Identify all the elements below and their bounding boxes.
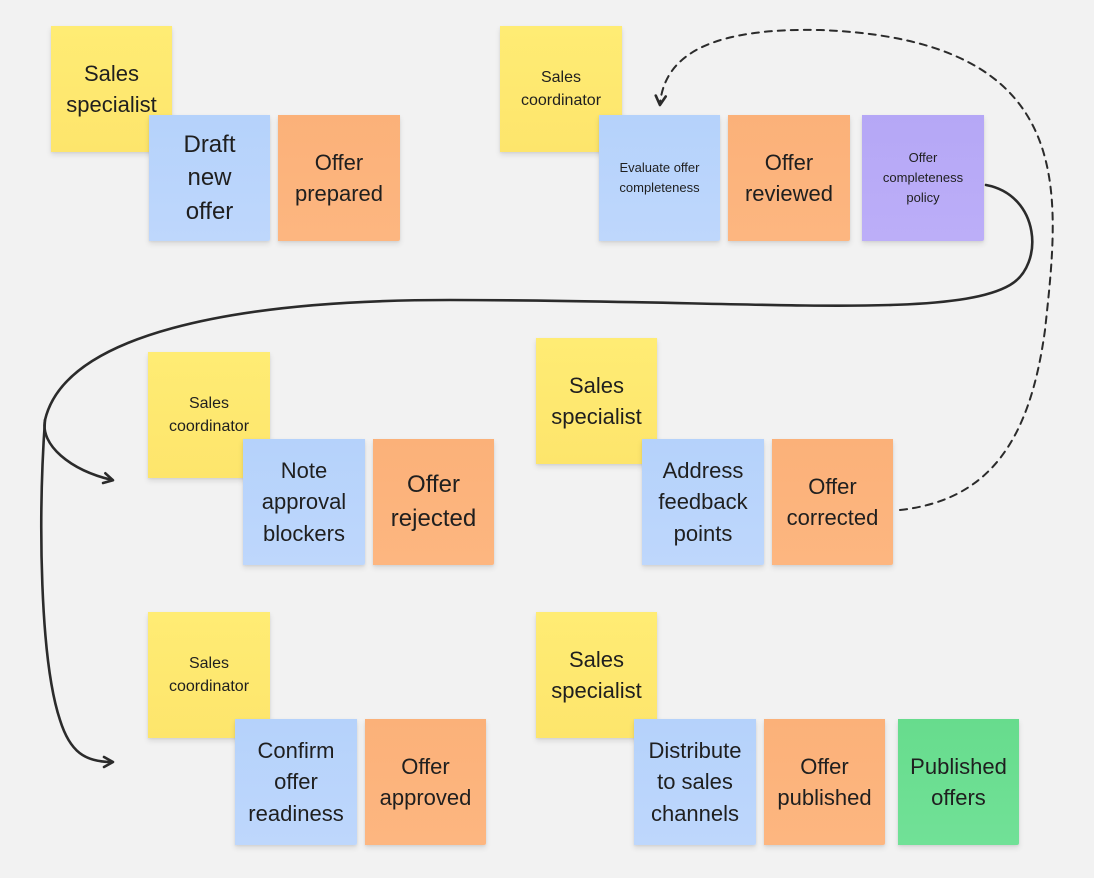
event-label: Offer approved [379, 753, 472, 810]
event-sticky-note[interactable]: Offer rejected [373, 439, 494, 565]
actor-label: Sales specialist [66, 60, 157, 117]
actor-sticky-note[interactable]: Sales specialist [536, 612, 657, 738]
command-label: Address feedback points [658, 458, 748, 546]
command-sticky-note[interactable]: Confirm offer readiness [235, 719, 357, 845]
event-label: Offer published [777, 753, 872, 810]
command-sticky-note[interactable]: Draft new offer [149, 115, 270, 241]
actor-label: Sales coordinator [168, 394, 250, 435]
command-label: Draft new offer [183, 130, 236, 225]
actor-sticky-note[interactable]: Sales coordinator [500, 26, 622, 152]
event-sticky-note[interactable]: Offer approved [365, 719, 486, 845]
dashed-feedback-connector[interactable] [654, 28, 1054, 511]
actor-label: Sales specialist [551, 372, 642, 429]
command-sticky-note[interactable]: Distribute to sales channels [634, 719, 756, 845]
command-sticky-note[interactable]: Evaluate offer completeness [599, 115, 720, 241]
command-label: Evaluate offer completeness [619, 159, 700, 195]
read-model-label: Published offers [910, 753, 1007, 810]
policy-label: Offer completeness policy [882, 149, 964, 206]
actor-label: Sales specialist [551, 646, 642, 703]
command-label: Note approval blockers [261, 458, 347, 546]
command-sticky-note[interactable]: Address feedback points [642, 439, 764, 565]
event-label: Offer reviewed [744, 149, 834, 206]
read-model-sticky-note[interactable]: Published offers [898, 719, 1019, 845]
event-sticky-note[interactable]: Offer published [764, 719, 885, 845]
event-label: Offer corrected [786, 473, 879, 530]
command-sticky-note[interactable]: Note approval blockers [243, 439, 365, 565]
command-label: Distribute to sales channels [648, 738, 742, 826]
command-label: Confirm offer readiness [248, 738, 344, 826]
event-sticky-note[interactable]: Offer corrected [772, 439, 893, 565]
actor-label: Sales coordinator [168, 654, 250, 695]
actor-sticky-note[interactable]: Sales coordinator [148, 612, 270, 738]
event-sticky-note[interactable]: Offer reviewed [728, 115, 850, 241]
event-sticky-note[interactable]: Offer prepared [278, 115, 400, 241]
actor-label: Sales coordinator [520, 68, 602, 109]
policy-to-approval-connector[interactable] [40, 418, 115, 769]
policy-sticky-note[interactable]: Offer completeness policy [862, 115, 984, 241]
event-label: Offer rejected [390, 471, 477, 532]
event-label: Offer prepared [294, 149, 384, 206]
actor-sticky-note[interactable]: Sales specialist [536, 338, 657, 464]
